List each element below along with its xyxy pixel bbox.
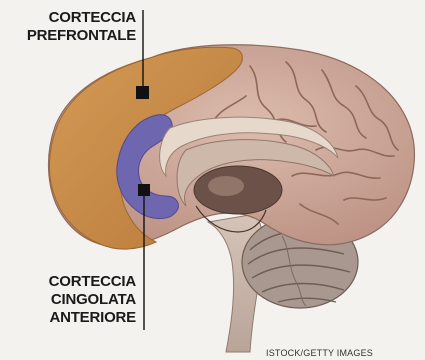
cingulate-label-line-2: CINGOLATA [24, 291, 136, 309]
cingulate-label-line-3: ANTERIORE [24, 309, 136, 327]
image-credit: ISTOCK/GETTY IMAGES [266, 348, 373, 358]
cingulate-marker-icon [138, 184, 150, 196]
anterior-cingulate-label: CORTECCIA CINGOLATA ANTERIORE [24, 273, 136, 327]
prefrontal-cortex-label: CORTECCIA PREFRONTALE [24, 9, 136, 45]
prefrontal-label-line-2: PREFRONTALE [24, 27, 136, 45]
cingulate-label-line-1: CORTECCIA [24, 273, 136, 291]
prefrontal-label-line-1: CORTECCIA [24, 9, 136, 27]
prefrontal-marker-icon [136, 86, 149, 99]
